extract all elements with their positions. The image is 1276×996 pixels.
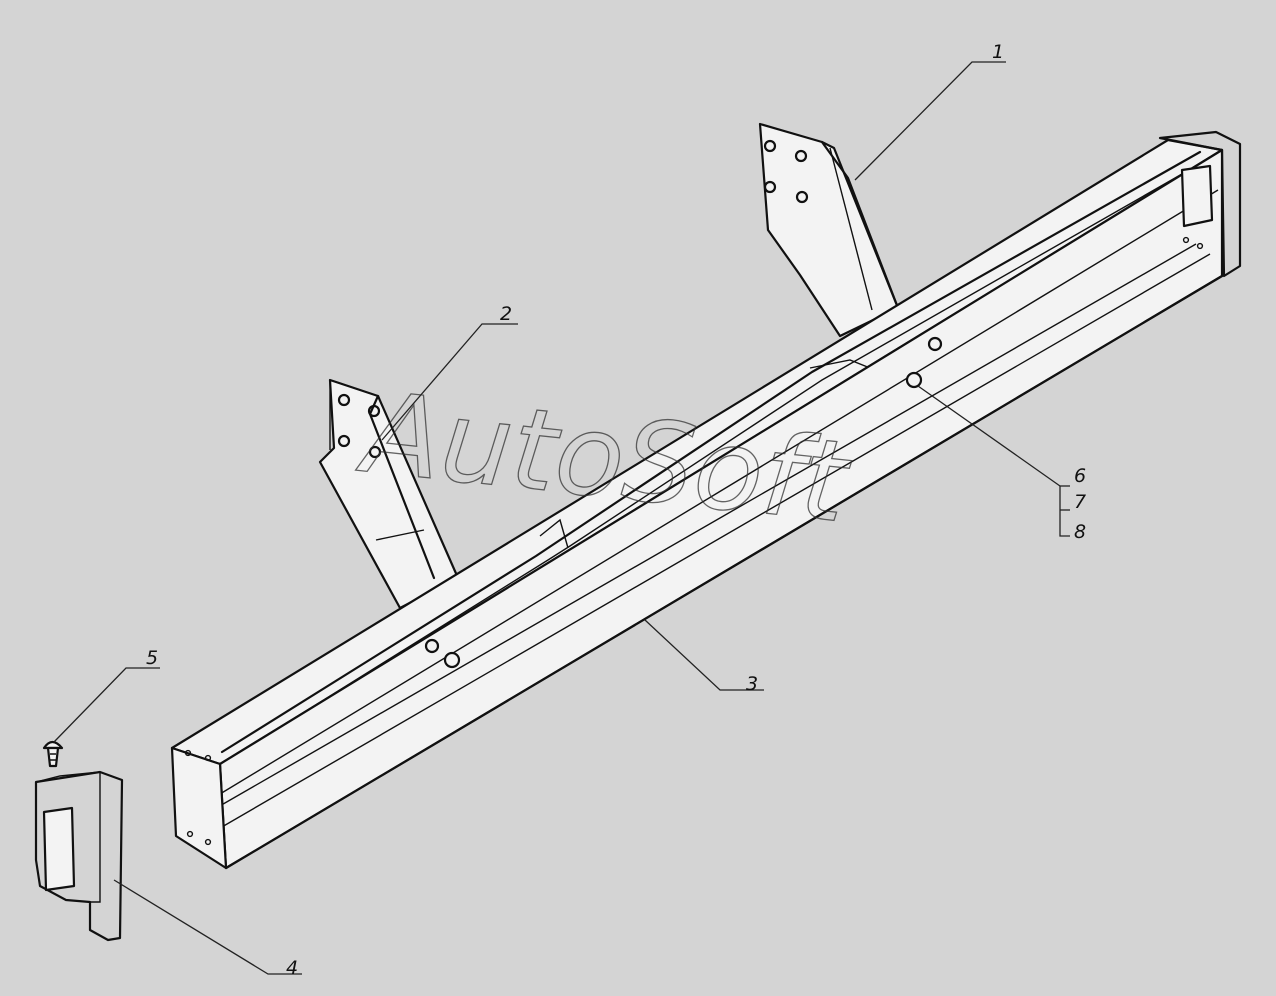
clip-5 — [42, 740, 64, 768]
callout-5: 5 — [146, 647, 158, 669]
callout-6: 6 — [1074, 465, 1086, 487]
callout-2: 2 — [500, 303, 512, 325]
callout-3: 3 — [746, 673, 758, 695]
cross-beam-3 — [170, 130, 1242, 870]
leader-lines — [53, 61, 1070, 975]
end-cap-4 — [34, 770, 124, 942]
callout-7: 7 — [1074, 491, 1086, 513]
bracket-2 — [318, 378, 460, 610]
callout-4: 4 — [286, 957, 298, 979]
callout-1: 1 — [992, 41, 1004, 63]
callout-8: 8 — [1074, 521, 1086, 543]
bracket-1 — [758, 122, 900, 338]
